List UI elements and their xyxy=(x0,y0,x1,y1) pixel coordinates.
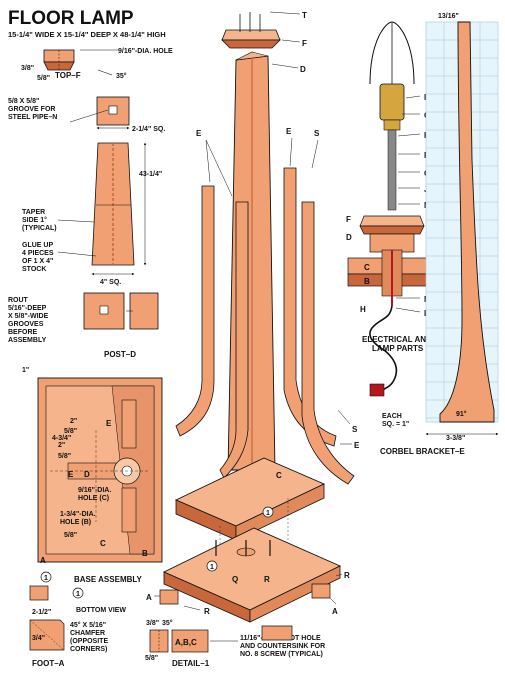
plan-subtitle: 15-1/4" WIDE X 15-1/4" DEEP X 48-1/4" HI… xyxy=(8,30,166,39)
top-f-dim-a: 3/8" xyxy=(21,65,34,72)
base-dim-5: 2" xyxy=(58,442,65,449)
base-dim-2: 2" xyxy=(70,418,77,425)
base-letter-e2: E xyxy=(68,470,74,479)
detail-dim-a: 3/8" xyxy=(146,620,159,627)
corbel-caption: CORBEL BRACKET–E xyxy=(380,447,465,456)
base-dim-7: 5/8" xyxy=(64,532,77,539)
exploded-label-q: Q xyxy=(232,575,238,584)
base-assembly-detail: E E D C B A 1" 2" 5/8" 4-3/4" 2" 5/8" 5/… xyxy=(22,367,163,584)
foot-a-caption: FOOT–A xyxy=(32,659,65,668)
detail-1: 3/8" 35° A,B,C 5/8" DETAIL–1 11/16"-DIA.… xyxy=(145,619,325,668)
base-letter-a: A xyxy=(40,556,46,565)
exploded-label-e2: E xyxy=(286,127,292,136)
base-dim-1: 1" xyxy=(22,367,29,374)
exploded-label-t: T xyxy=(302,11,307,20)
exploded-label-s2: S xyxy=(352,425,358,434)
top-f-detail: 9/16"-DIA. HOLE 3/8" 5/8" TOP–F 35° xyxy=(21,48,173,82)
exploded-label-e3: E xyxy=(354,441,360,450)
post-d-caption: POST–D xyxy=(104,350,136,359)
exploded-label-r3: R xyxy=(344,571,350,580)
exploded-label-d: D xyxy=(300,65,306,74)
foot-dim2: 3/4" xyxy=(32,635,45,642)
detail-angle: 35° xyxy=(162,619,173,627)
top-f-angle: 35° xyxy=(116,72,127,80)
foot-dim: 2-1/2" xyxy=(32,609,51,616)
base-letter-e1: E xyxy=(106,419,112,428)
base-callout-one: 1 xyxy=(44,575,48,582)
elec-label-i: I xyxy=(424,93,426,102)
exploded-label-a1: A xyxy=(146,593,152,602)
exploded-label-e1: E xyxy=(196,129,202,138)
exploded-label-r2: R xyxy=(204,607,210,616)
exploded-callout-one-1: 1 xyxy=(266,510,270,517)
elec-label-d: D xyxy=(346,233,352,242)
detail-dim-b: 5/8" xyxy=(145,655,158,662)
foot-callout-one: 1 xyxy=(76,591,80,598)
post-base: 4" SQ. xyxy=(100,279,121,286)
foot-a-detail: 1 2-1/2" BOTTOM VIEW 3/4" 45° X 5/16"CHA… xyxy=(29,585,126,668)
foot-bottom-view: BOTTOM VIEW xyxy=(76,607,126,614)
exploded-label-a2: A xyxy=(332,607,338,616)
exploded-label-s1: S xyxy=(314,129,320,138)
base-assembly-caption: BASE ASSEMBLY xyxy=(74,575,143,584)
post-width: 2-1/4" SQ. xyxy=(132,126,165,133)
base-hole-c: 9/16"-DIA.HOLE (C) xyxy=(78,487,111,502)
corbel-bottom-dim: 3-3/8" xyxy=(446,435,465,442)
electrical-parts: I G K P O J N F D C B M L H ELECTRICA xyxy=(346,21,439,397)
exploded-label-f: F xyxy=(302,39,307,48)
top-f-hole-note: 9/16"-DIA. HOLE xyxy=(118,48,173,55)
corbel-angle: 91° xyxy=(456,410,467,418)
elec-label-b: B xyxy=(364,277,370,286)
detail-part-label: A,B,C xyxy=(175,638,197,647)
corbel-top-dim: 13/16" xyxy=(438,13,459,20)
exploded-label-r1: R xyxy=(264,575,270,584)
base-dim-4: 4-3/4" xyxy=(52,435,71,442)
exploded-callout-one-2: 1 xyxy=(210,564,214,571)
exploded-lamp-view: T F D E E S S E C 1 xyxy=(146,11,360,641)
base-letter-b: B xyxy=(142,549,148,558)
base-letter-c: C xyxy=(100,539,106,548)
base-hole-b: 1-3/4"-DIA.HOLE (B) xyxy=(60,511,96,526)
base-letter-d: D xyxy=(84,470,90,479)
base-dim-6: 5/8" xyxy=(58,453,71,460)
exploded-label-c: C xyxy=(276,471,282,480)
post-height: 43-1/4" xyxy=(139,171,162,178)
top-f-caption: TOP–F xyxy=(55,71,81,80)
elec-label-c: C xyxy=(364,263,370,272)
base-dim-3: 5/8" xyxy=(64,428,77,435)
top-f-dim-b: 5/8" xyxy=(37,75,50,82)
elec-label-h: H xyxy=(360,305,366,314)
plan-title: FLOOR LAMP xyxy=(8,8,134,29)
elec-label-f: F xyxy=(346,215,351,224)
detail-1-caption: DETAIL–1 xyxy=(172,659,210,668)
